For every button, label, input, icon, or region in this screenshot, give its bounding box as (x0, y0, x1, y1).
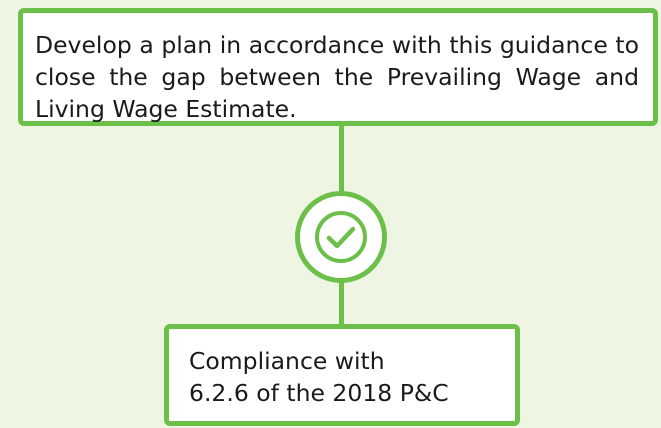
compliance-box: Compliance with 6.2.6 of the 2018 P&C (164, 324, 520, 426)
compliance-line-1: Compliance with (189, 347, 385, 375)
compliance-line-2: 6.2.6 of the 2018 P&C (189, 379, 449, 407)
checkmark-icon (315, 211, 367, 263)
check-circle-icon (295, 191, 387, 283)
connector-line-bottom (339, 280, 344, 328)
plan-step-box: Develop a plan in accordance with this g… (18, 8, 658, 126)
plan-step-text: Develop a plan in accordance with this g… (35, 31, 639, 123)
connector-line-top (339, 120, 344, 193)
